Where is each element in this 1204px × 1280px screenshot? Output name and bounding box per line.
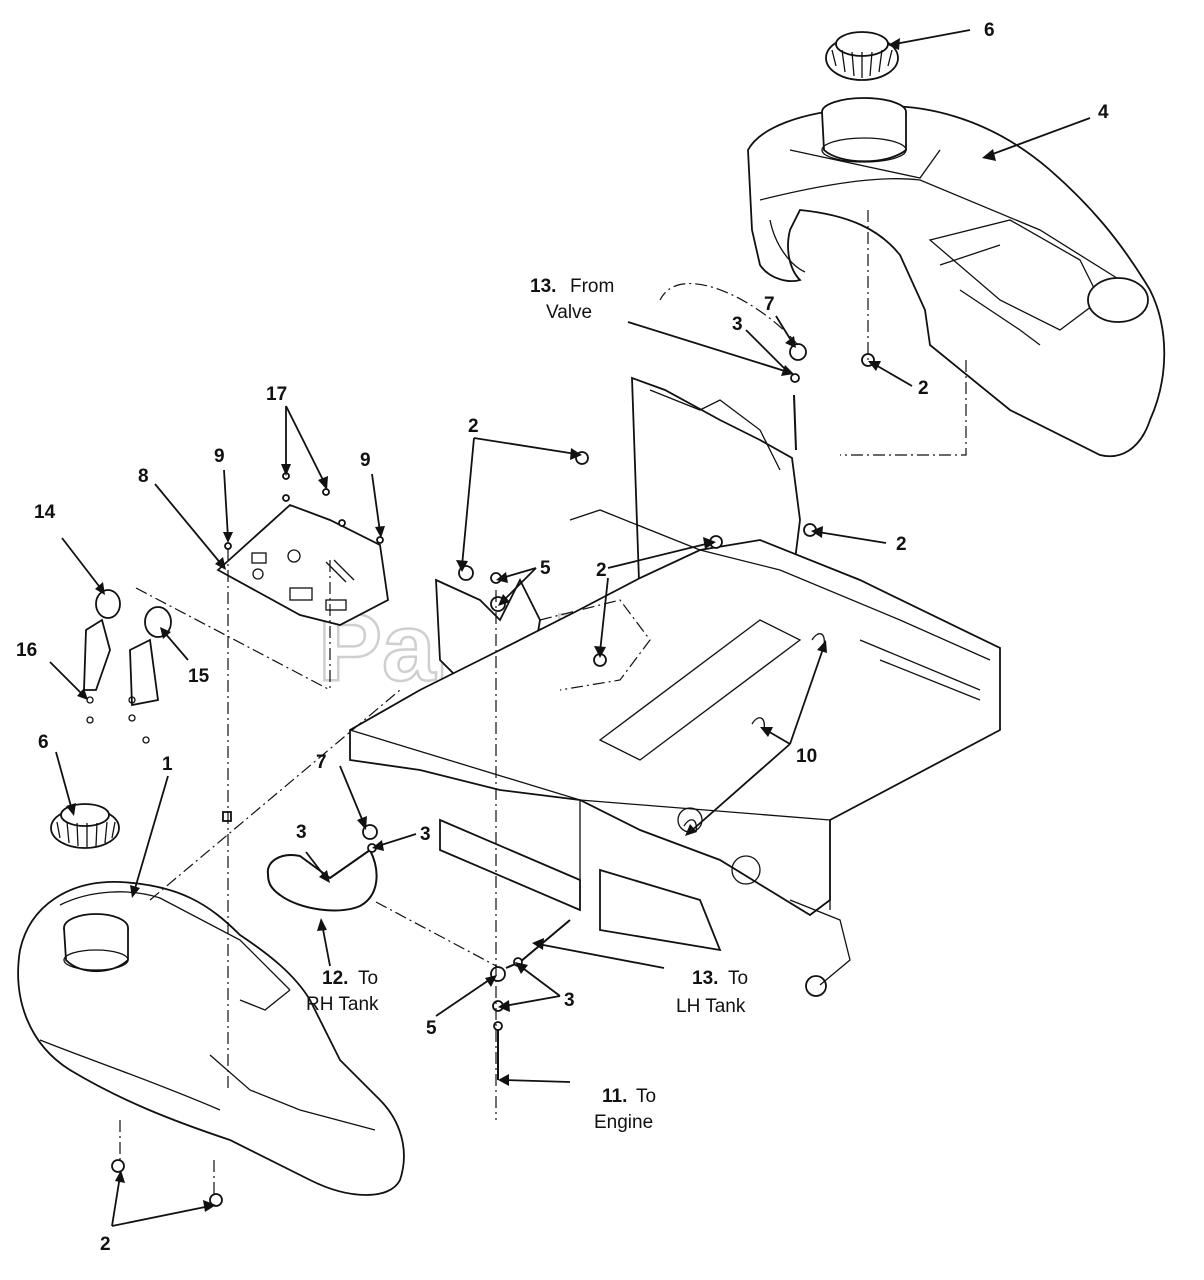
leader-lines bbox=[49, 29, 1091, 1227]
callout-5-bottom: 5 bbox=[426, 1018, 437, 1039]
callout-5-mid: 5 bbox=[540, 558, 551, 579]
callout-7-left: 7 bbox=[316, 752, 327, 773]
callout-1: 1 bbox=[162, 754, 173, 775]
callout-13-from-text-2: Valve bbox=[546, 302, 592, 323]
callout-6-top: 6 bbox=[984, 20, 995, 41]
callout-3-hose-right: 3 bbox=[420, 824, 431, 845]
callout-16: 16 bbox=[16, 640, 37, 661]
callout-3-hose-left: 3 bbox=[296, 822, 307, 843]
callout-8: 8 bbox=[138, 466, 149, 487]
callout-13-to-text-2: LH Tank bbox=[676, 996, 746, 1017]
callout-12-text-1: To bbox=[358, 968, 378, 989]
callout-11: 11. bbox=[602, 1086, 627, 1107]
callout-4: 4 bbox=[1098, 102, 1109, 123]
right-fuel-tank bbox=[747, 97, 1166, 458]
callout-2-frame-right: 2 bbox=[896, 534, 907, 555]
left-fuel-tank bbox=[17, 881, 405, 1196]
callout-12: 12. bbox=[322, 968, 348, 989]
callout-2-bottom: 2 bbox=[100, 1234, 111, 1255]
callout-9-left: 9 bbox=[214, 446, 225, 467]
callout-2-bracket-top: 2 bbox=[468, 416, 479, 437]
callout-13-from: 13. bbox=[530, 276, 556, 297]
fuel-hose-rh bbox=[266, 848, 378, 912]
callout-13-to-text-1: To bbox=[728, 968, 748, 989]
callout-2-tank-right: 2 bbox=[918, 378, 929, 399]
callout-9-right: 9 bbox=[360, 450, 371, 471]
callout-3-bottom: 3 bbox=[564, 990, 575, 1011]
control-plate bbox=[216, 503, 389, 626]
callout-7-top: 7 bbox=[764, 294, 775, 315]
callout-11-text-1: To bbox=[636, 1086, 656, 1107]
callout-15: 15 bbox=[188, 666, 210, 687]
callout-17: 17 bbox=[266, 384, 287, 405]
callout-10: 10 bbox=[796, 746, 817, 767]
fuel-cap-right bbox=[825, 31, 899, 81]
mower-frame bbox=[349, 509, 1001, 997]
callout-11-text-2: Engine bbox=[594, 1112, 653, 1133]
callout-2-frame-mid: 2 bbox=[596, 560, 607, 581]
alignment-lines bbox=[119, 210, 967, 1198]
callout-12-text-2: RH Tank bbox=[306, 994, 379, 1015]
fuel-cap-left bbox=[50, 803, 120, 849]
handle-assemblies bbox=[83, 589, 172, 744]
callout-6-left: 6 bbox=[38, 732, 49, 753]
callout-14: 14 bbox=[34, 502, 56, 523]
callout-13-from-text-1: From bbox=[570, 276, 614, 297]
callout-3-top: 3 bbox=[732, 314, 743, 335]
callout-13-to: 13. bbox=[692, 968, 718, 989]
